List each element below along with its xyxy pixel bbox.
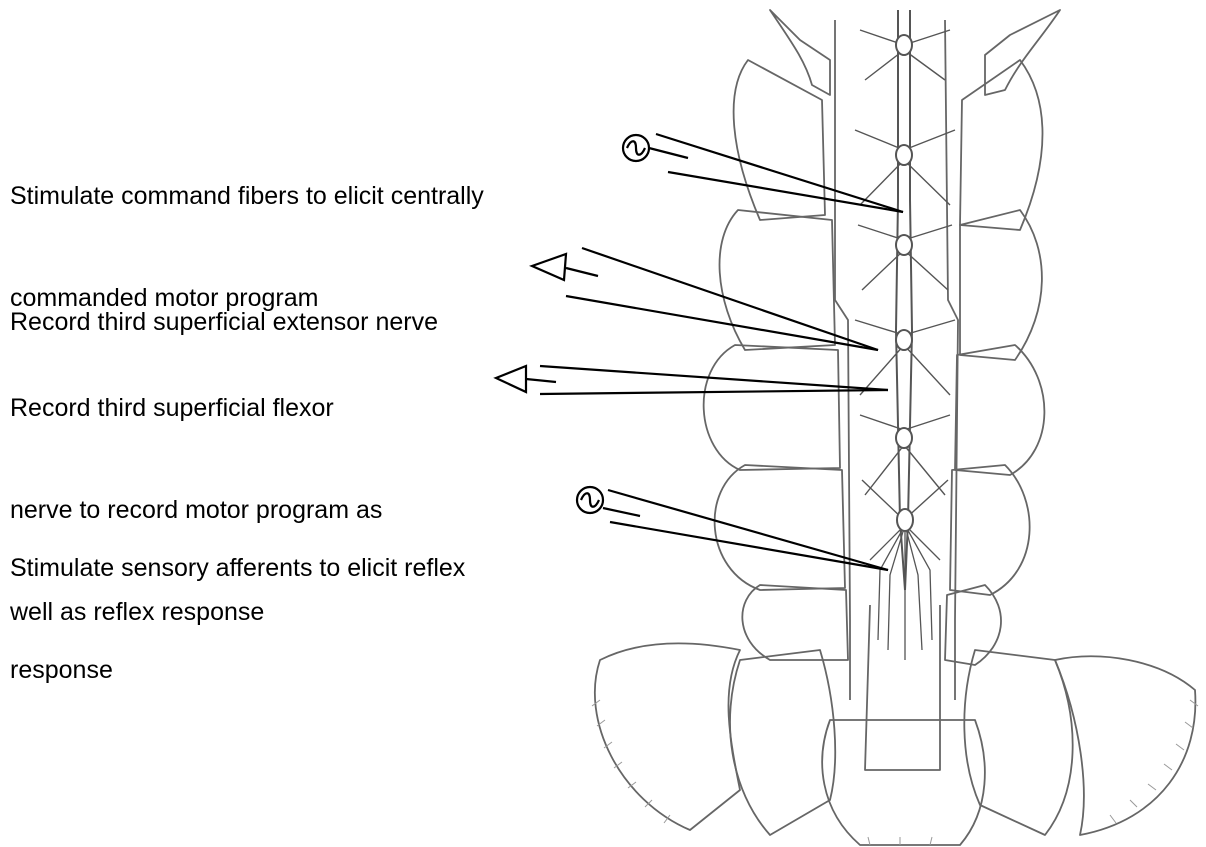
command-electrode-lines — [656, 134, 903, 212]
ganglion — [896, 235, 912, 255]
tail-fan-bristles — [592, 700, 1198, 845]
left-segment-plate — [715, 465, 845, 590]
right-segment-plate — [985, 10, 1060, 95]
ganglion — [896, 428, 912, 448]
left-segment-plate — [742, 585, 848, 660]
tail-fan-center — [822, 720, 985, 845]
nerve-cord-left — [896, 10, 905, 590]
tail-fan-right-outer — [1055, 656, 1195, 835]
tail-fan-left-outer — [595, 643, 740, 830]
tail-fan-left-inner — [730, 650, 835, 835]
right-segment-plate — [960, 210, 1042, 360]
sensory-electrode-lines — [608, 490, 888, 570]
right-segment-plate — [960, 60, 1043, 230]
left-segment-plate — [704, 345, 840, 470]
telson — [865, 605, 940, 770]
terminal-ganglion-fan — [870, 525, 940, 660]
right-segment-plate — [950, 465, 1030, 595]
label-stimulate-sensory-afferents: Stimulate sensory afferents to elicit re… — [10, 483, 465, 755]
ganglion — [896, 145, 912, 165]
electrode-triangle-icon — [496, 366, 556, 392]
ganglion — [896, 330, 912, 350]
ganglion — [896, 35, 912, 55]
right-segment-plate — [955, 345, 1044, 475]
stimulator-icon — [623, 135, 688, 161]
left-inner-edge — [835, 20, 850, 700]
terminal-ganglion — [897, 509, 913, 531]
flexor-electrode-lines — [540, 366, 888, 394]
electrode-triangle-icon — [532, 254, 598, 280]
extensor-electrode-lines — [566, 248, 878, 350]
left-segment-plate — [770, 10, 830, 95]
stimulator-icon — [577, 487, 640, 516]
nerve-cord-right — [905, 10, 912, 590]
